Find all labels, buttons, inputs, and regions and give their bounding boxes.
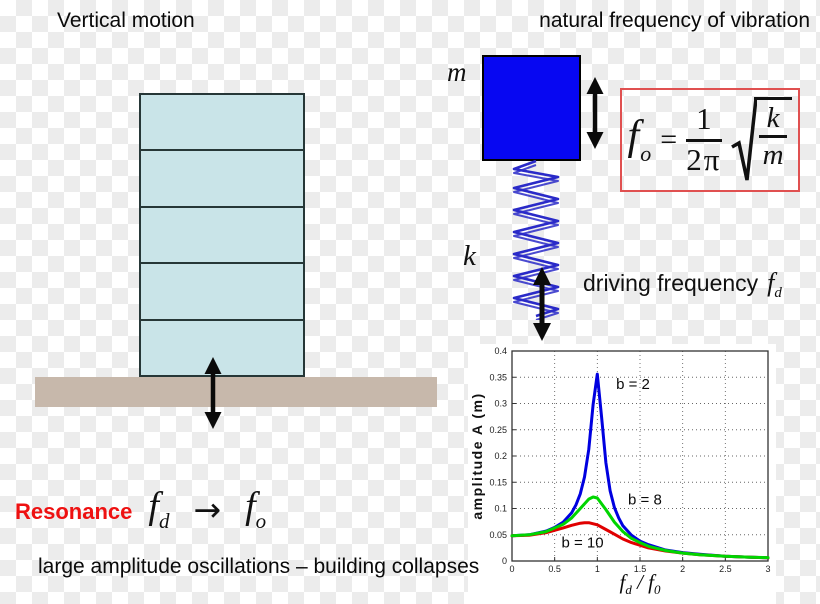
building-floor bbox=[141, 151, 303, 208]
building-floor bbox=[141, 95, 303, 152]
curve-label-b2: b = 2 bbox=[616, 376, 650, 393]
y-tick-label: 0.05 bbox=[489, 530, 507, 540]
y-tick-label: 0.2 bbox=[494, 451, 507, 461]
driving-freq-symbol: fd bbox=[148, 485, 170, 533]
building-up-down-arrow-icon bbox=[204, 357, 222, 429]
x-tick-label: 1.5 bbox=[634, 564, 647, 574]
resonance-chart: 0 0.5 1 1.5 2 2.5 3 0 0.05 0.1 0.15 0.2 0.25 0.3 0.35 0… bbox=[468, 344, 776, 604]
formula-equals: = bbox=[660, 123, 678, 156]
chart-x-axis-label: fd / f0 bbox=[619, 570, 661, 598]
mass-label: m bbox=[447, 57, 467, 87]
x-tick-label: 1 bbox=[595, 564, 600, 574]
y-tick-label: 0.35 bbox=[489, 372, 507, 382]
building-floor bbox=[141, 208, 303, 265]
x-tick-label: 3 bbox=[765, 564, 770, 574]
radical-sign-icon bbox=[730, 98, 757, 181]
title-natural-frequency: natural frequency of vibration bbox=[539, 9, 810, 32]
spring-icon bbox=[512, 160, 560, 320]
driving-frequency-label: driving frequency fd bbox=[583, 268, 782, 302]
formula-sqrt: k m bbox=[730, 95, 793, 185]
x-tick-label: 2.5 bbox=[719, 564, 732, 574]
formula-lhs: fo bbox=[627, 113, 652, 166]
driving-up-down-arrow-icon bbox=[533, 267, 551, 341]
resonance-chart-svg: 0 0.5 1 1.5 2 2.5 3 0 0.05 0.1 0.15 0.2 0.25 0.3 0.35 0… bbox=[469, 346, 771, 574]
resonance-condition: Resonance fd → fo bbox=[15, 487, 266, 532]
title-vertical-motion: Vertical motion bbox=[57, 9, 195, 32]
y-tick-label: 0.4 bbox=[494, 346, 507, 356]
y-tick-label: 0.1 bbox=[494, 504, 507, 514]
curve-label-b8: b = 8 bbox=[628, 491, 662, 508]
bottom-caption: large amplitude oscillations – building … bbox=[38, 555, 480, 578]
formula-fraction: 1 2π bbox=[686, 101, 722, 177]
natural-freq-symbol: fo bbox=[245, 485, 267, 533]
driving-frequency-symbol: fd bbox=[767, 268, 782, 302]
x-tick-label: 2 bbox=[680, 564, 685, 574]
chart-y-axis-label: amplitude A (m) bbox=[469, 392, 485, 519]
x-tick-label: 0 bbox=[509, 564, 514, 574]
formula-sqrt-fraction: k m bbox=[753, 97, 793, 171]
driving-frequency-text: driving frequency bbox=[583, 270, 759, 296]
ground-bar bbox=[35, 377, 437, 407]
mass-block bbox=[482, 55, 581, 161]
y-tick-label: 0.15 bbox=[489, 477, 507, 487]
building-floor bbox=[141, 264, 303, 321]
y-tick-label: 0.3 bbox=[494, 399, 507, 409]
right-arrow-icon: → bbox=[193, 490, 222, 529]
curve-label-b10: b = 10 bbox=[561, 534, 603, 551]
curve-b8 bbox=[510, 495, 770, 560]
resonance-label: Resonance bbox=[15, 498, 133, 524]
y-tick-label: 0.25 bbox=[489, 425, 507, 435]
y-tick-label: 0 bbox=[502, 556, 507, 566]
building-diagram bbox=[139, 93, 305, 377]
natural-frequency-formula-box: fo = 1 2π k m bbox=[620, 88, 800, 192]
mass-up-down-arrow-icon bbox=[586, 77, 604, 149]
x-tick-label: 0.5 bbox=[548, 564, 561, 574]
spring-constant-label: k bbox=[463, 240, 476, 272]
